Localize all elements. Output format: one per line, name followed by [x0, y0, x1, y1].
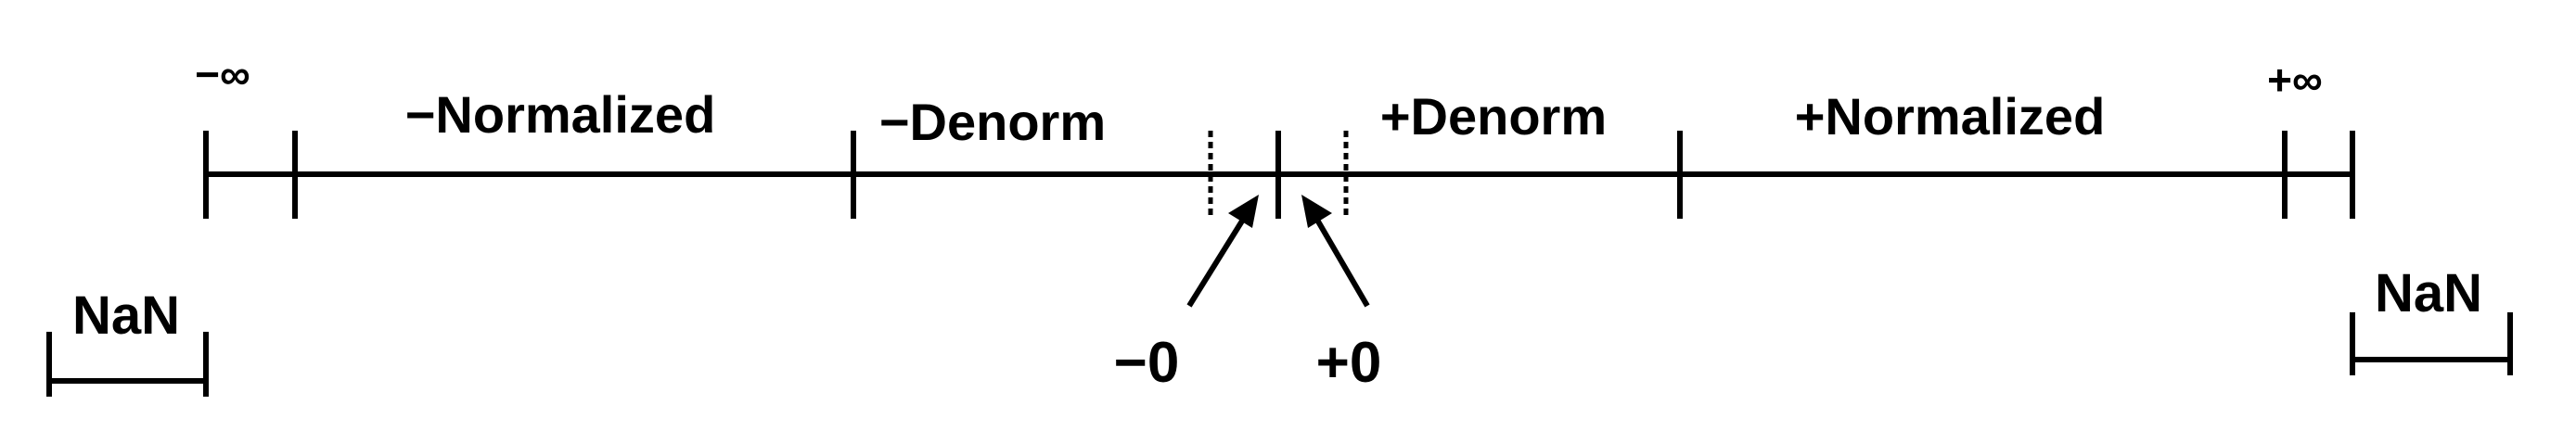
label-pos-zero: +0: [1316, 331, 1382, 395]
label-nan-left: NaN: [72, 285, 180, 346]
label-neg-denorm: −Denorm: [879, 93, 1106, 151]
arrow-pos-zero-shaft: [1312, 213, 1370, 308]
label-neg-zero: −0: [1114, 331, 1180, 395]
label-neg-infinity: −∞: [195, 50, 250, 98]
arrow-neg-zero-head: [1228, 195, 1259, 228]
arrow-pos-zero-head: [1301, 195, 1332, 228]
label-pos-infinity: +∞: [2267, 56, 2323, 104]
label-neg-normalized: −Normalized: [405, 85, 716, 144]
label-nan-right: NaN: [2375, 263, 2482, 323]
label-pos-denorm: +Denorm: [1380, 87, 1607, 146]
arrow-neg-zero-shaft: [1186, 213, 1249, 308]
label-pos-normalized: +Normalized: [1795, 87, 2106, 146]
